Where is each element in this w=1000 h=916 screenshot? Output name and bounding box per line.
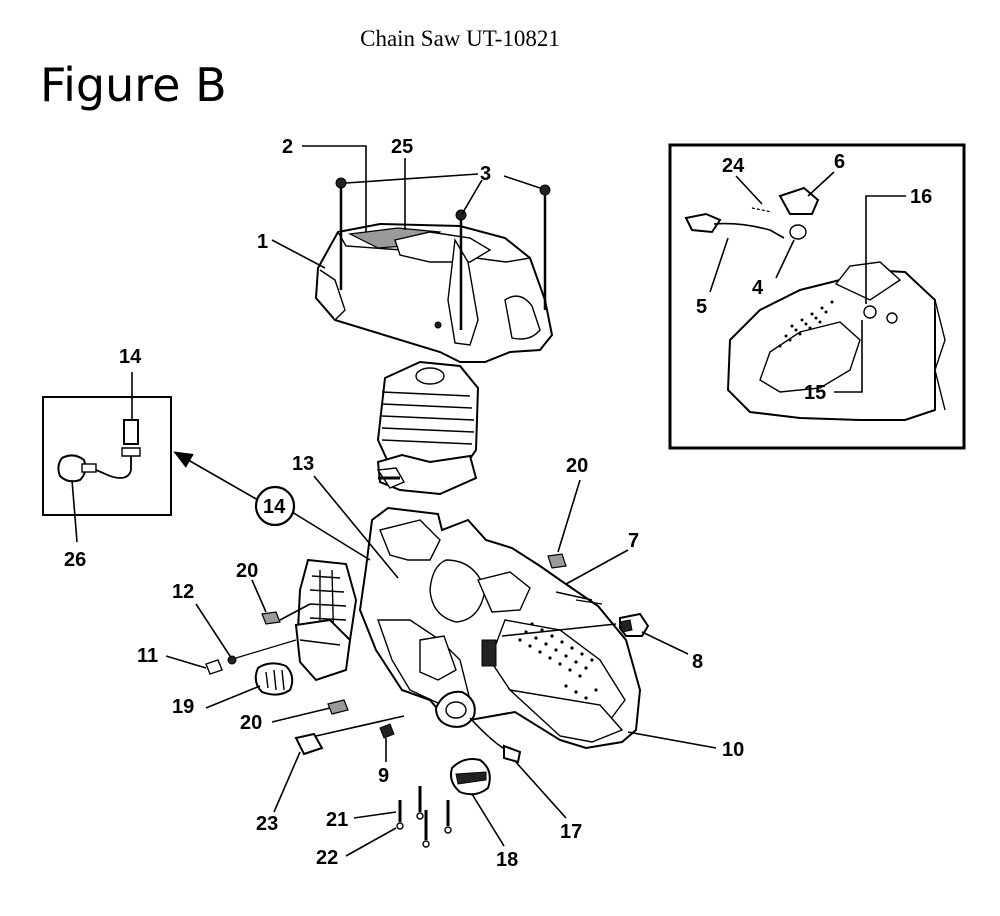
callout-15: 15	[804, 382, 826, 404]
callout-14-circled: 14	[263, 496, 286, 518]
callout-7: 7	[628, 530, 639, 552]
callout-20-lower: 20	[240, 712, 262, 734]
callout-14-circle	[254, 485, 296, 527]
callout-24: 24	[722, 155, 745, 177]
callout-14: 14	[119, 346, 142, 368]
callout-6: 6	[834, 151, 845, 173]
callout-10: 10	[722, 739, 744, 761]
air-filter-block	[294, 558, 358, 682]
callout-11: 11	[137, 645, 158, 667]
callout-12: 12	[172, 581, 194, 603]
callout-20-upper: 20	[566, 455, 588, 477]
small-parts	[205, 553, 650, 848]
callout-3: 3	[480, 163, 491, 185]
callout-5: 5	[696, 296, 707, 318]
figure-title: Figure B	[40, 58, 227, 112]
callout-4: 4	[752, 277, 764, 299]
inset-dot-pattern	[778, 300, 834, 348]
callout-19: 19	[172, 696, 194, 718]
inset-fuel-line-box	[42, 396, 172, 516]
callout-17: 17	[560, 821, 582, 843]
callout-16: 16	[910, 186, 932, 208]
callout-8: 8	[692, 651, 703, 673]
grip-dot-pattern	[518, 622, 598, 700]
callout-18: 18	[496, 849, 518, 871]
inset-trigger-box	[668, 143, 966, 450]
callout-1: 1	[257, 231, 268, 253]
leader-lines	[71, 145, 906, 857]
callout-2: 2	[282, 136, 293, 158]
callout-21: 21	[326, 809, 348, 831]
callout-labels: 1 2 25 3 14 26 14 13 20 7 8 10 17 18 9 2…	[64, 136, 932, 871]
callout-23: 23	[256, 813, 278, 835]
document-title: Chain Saw UT-10821	[360, 26, 560, 51]
callout-25: 25	[391, 136, 413, 158]
callout-13: 13	[292, 453, 314, 475]
callout-20-left: 20	[236, 560, 258, 582]
crankcase-housing	[358, 506, 642, 750]
callout-26: 26	[64, 549, 86, 571]
cover-screws	[335, 177, 551, 330]
top-cover-assembly	[314, 222, 554, 363]
callout-9: 9	[378, 765, 389, 787]
callout-22: 22	[316, 847, 338, 869]
cylinder	[376, 360, 480, 496]
